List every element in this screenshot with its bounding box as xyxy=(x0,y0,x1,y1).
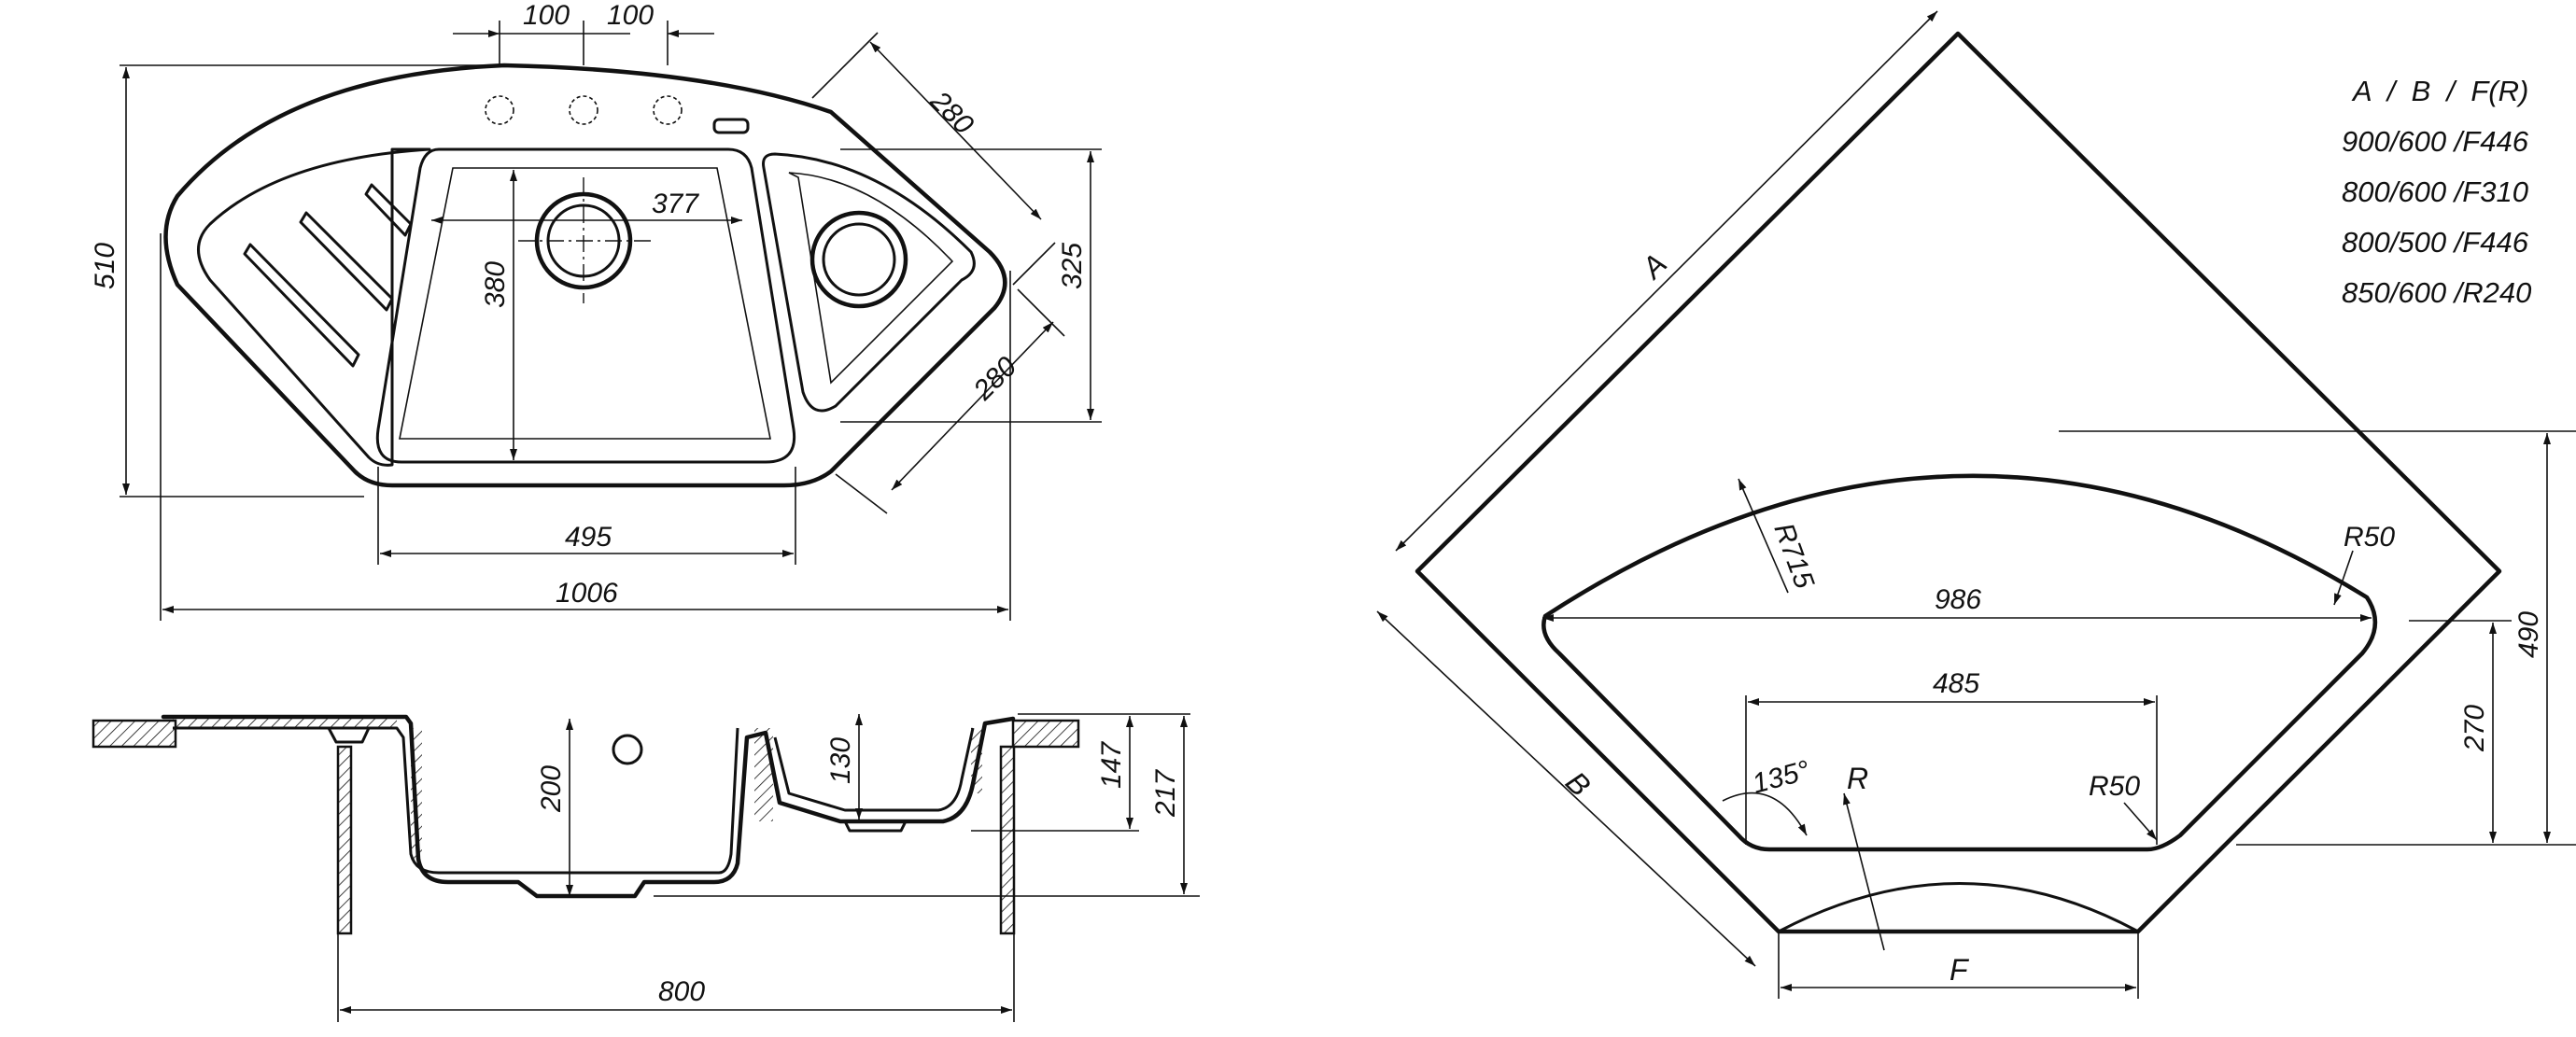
dim-485: 485 xyxy=(1933,668,1979,699)
section-wall-hatch-left xyxy=(411,728,422,859)
dim-r50-top: R50 xyxy=(2344,522,2395,553)
countertop-right xyxy=(1011,719,1080,749)
drainer-ribs xyxy=(243,183,413,368)
drainer-lip xyxy=(327,727,371,744)
cabinet-corner-outline xyxy=(1415,31,2502,934)
plan-view: 100 100 510 280 325 280 377 xyxy=(90,0,1102,621)
section-wall-hatch-right xyxy=(971,728,982,793)
small-bowl-inner xyxy=(788,172,954,385)
angle-arc xyxy=(1722,792,1808,836)
cutout-view: A B F R R715 R50 R50 986 xyxy=(1376,10,2576,999)
dim-small-bowl-depth: 130 xyxy=(825,737,856,784)
legend-row: 800/600 /F310 xyxy=(2342,175,2528,208)
label-b: B xyxy=(1559,764,1598,803)
section-wall-hatch-mid xyxy=(754,728,773,821)
bottom-arc xyxy=(1778,882,2139,933)
dim-490: 490 xyxy=(2513,611,2544,658)
section-dimensions: 200 130 147 217 800 xyxy=(337,713,1200,1022)
dim-270: 270 xyxy=(2459,705,2490,752)
dim-bowl-width: 377 xyxy=(652,189,699,219)
cutout-shape xyxy=(1541,473,2378,852)
main-drain xyxy=(518,177,654,303)
legend-row: 800/500 /F446 xyxy=(2342,226,2529,259)
small-drain xyxy=(809,210,908,309)
small-drain-stub xyxy=(843,820,908,833)
countertop-left xyxy=(91,719,177,749)
dim-r715: R715 xyxy=(1767,519,1820,593)
dim-section-bowl-depth: 200 xyxy=(536,765,567,813)
main-bowl-inner xyxy=(399,167,771,440)
plan-dimensions: 100 100 510 280 325 280 377 xyxy=(90,0,1102,621)
dim-diag-bottom: 280 xyxy=(967,351,1023,407)
drainer-rim xyxy=(197,147,431,467)
dim-r50-bottom: R50 xyxy=(2089,771,2140,802)
dim-overall-width: 1006 xyxy=(556,578,618,609)
cabinet-wall-right xyxy=(999,745,1016,935)
dim-hole-spacing-1: 100 xyxy=(523,0,570,31)
legend-row: 900/600 /F446 xyxy=(2342,125,2529,158)
overflow-hole xyxy=(612,734,643,765)
label-f: F xyxy=(1950,953,1970,987)
dim-diag-top: 280 xyxy=(923,85,979,141)
tap-holes xyxy=(485,95,750,134)
size-legend: A / B / F(R) 900/600 /F446 800/600 /F310… xyxy=(2342,75,2531,309)
cabinet-wall-left xyxy=(336,745,353,935)
dim-height-147: 147 xyxy=(1096,741,1127,789)
section-view: 200 130 147 217 800 xyxy=(91,713,1200,1022)
label-r: R xyxy=(1847,762,1868,795)
drainer-hatch xyxy=(173,717,397,728)
small-bowl xyxy=(762,152,976,413)
dim-angle: 135° xyxy=(1749,755,1812,800)
sink-section-outer xyxy=(161,714,1016,899)
main-bowl-outer xyxy=(375,147,796,464)
dim-cabinet-width: 800 xyxy=(658,976,705,1007)
legend-row: 850/600 /R240 xyxy=(2342,276,2531,309)
sink-outline xyxy=(163,63,1007,488)
dim-right-height: 325 xyxy=(1057,243,1088,289)
dim-hole-spacing-2: 100 xyxy=(607,0,654,31)
dim-height-217: 217 xyxy=(1150,769,1181,818)
dim-bowl-depth: 380 xyxy=(480,261,511,308)
dim-986: 986 xyxy=(1935,584,1981,615)
dim-bowl-bottom: 495 xyxy=(565,522,612,553)
dim-height-total: 510 xyxy=(90,243,120,289)
legend-header: A / B / F(R) xyxy=(2351,75,2528,107)
